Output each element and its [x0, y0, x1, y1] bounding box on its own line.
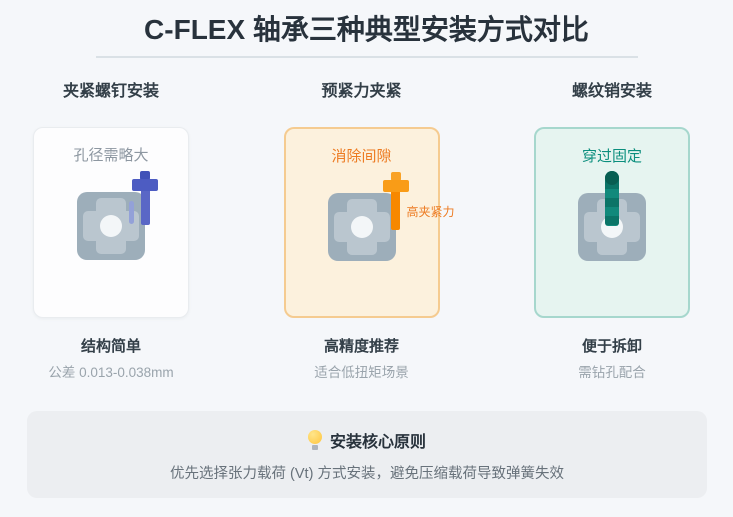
column-threaded-pin: 螺纹销安装 穿过固定 便于拆卸 需钻孔配合	[534, 58, 690, 381]
footnote-sub: 公差 0.013-0.038mm	[48, 365, 174, 381]
method-card-clamp-screw: 孔径需略大	[33, 127, 189, 319]
bearing-bore	[350, 215, 373, 238]
footnote-sub: 适合低扭矩场景	[314, 365, 409, 381]
screw-slot	[129, 200, 134, 224]
threaded-pin-head	[605, 170, 619, 185]
bearing-bore	[100, 214, 122, 237]
tip-title-row: 安装核心原则	[27, 428, 707, 452]
bearing-with-preload-screw-icon: 高夹紧力	[327, 171, 455, 261]
page-title: C-FLEX 轴承三种典型安装方式对比	[144, 14, 589, 45]
tip-title: 安装核心原则	[329, 434, 426, 452]
column-header-clamp-screw: 夹紧螺钉安装	[62, 83, 159, 100]
bearing-with-clamp-screw-icon	[77, 170, 158, 260]
card-annotation-threaded-pin: 穿过固定	[581, 148, 642, 166]
footnote-title: 高精度推荐	[323, 338, 399, 356]
column-clamp-screw: 夹紧螺钉安装 孔径需略大 结构简单	[33, 58, 189, 381]
preload-screw-icon	[382, 171, 409, 230]
tip-body: 优先选择张力载荷 (Vt) 方式安装，避免压缩载荷导致弹簧失效	[170, 466, 564, 483]
card-annotation-clamp-screw: 孔径需略大	[73, 147, 149, 165]
method-card-threaded-pin: 穿过固定	[534, 127, 690, 319]
method-columns: 夹紧螺钉安装 孔径需略大 结构简单	[33, 58, 690, 381]
clamp-force-label: 高夹紧力	[406, 204, 455, 219]
column-header-preload-clamp: 预紧力夹紧	[321, 83, 402, 100]
column-header-threaded-pin: 螺纹销安装	[571, 83, 652, 100]
tip-panel: 安装核心原则 优先选择张力载荷 (Vt) 方式安装，避免压缩载荷导致弹簧失效	[27, 411, 707, 499]
method-card-preload-clamp: 消除间隙 高夹紧力	[283, 127, 455, 319]
bearing-body	[327, 192, 396, 261]
footnote-title: 结构简单	[80, 338, 141, 356]
card-annotation-preload-clamp: 消除间隙	[331, 148, 392, 166]
clamp-screw-icon	[132, 170, 158, 225]
footnote-title: 便于拆卸	[581, 338, 642, 356]
column-preload-clamp: 预紧力夹紧 消除间隙 高夹紧力 高精度推荐	[283, 58, 455, 381]
bearing-body	[77, 191, 145, 260]
lightbulb-icon	[307, 430, 322, 451]
title-divider	[95, 56, 638, 58]
footnote-sub: 需钻孔配合	[578, 365, 646, 381]
bearing-with-threaded-pin-icon	[578, 170, 646, 261]
